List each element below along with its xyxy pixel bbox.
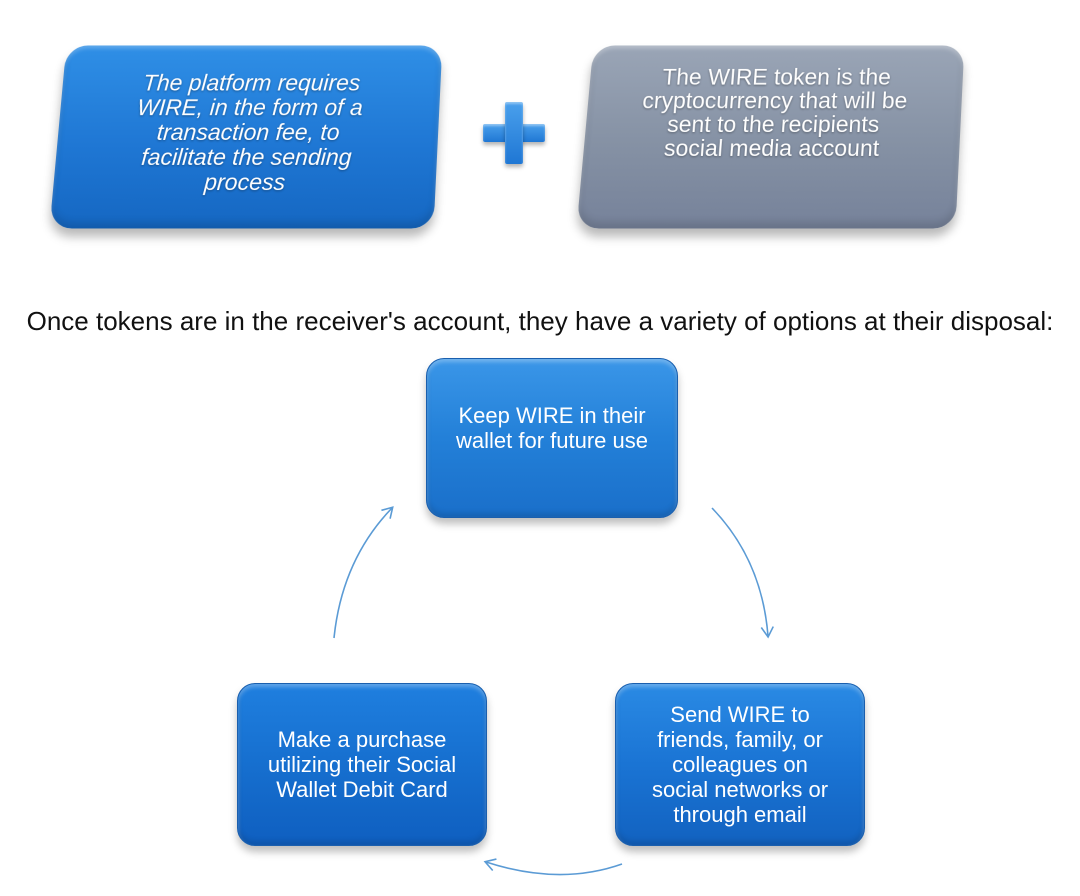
- arrow-send-to-purchase: [483, 858, 623, 876]
- keep-wire-line: Keep WIRE in their: [458, 403, 646, 428]
- make-purchase-text: Make a purchase utilizing their Social W…: [268, 727, 456, 802]
- options-headline: Once tokens are in the receiver's accoun…: [26, 306, 1054, 336]
- make-purchase-box: Make a purchase utilizing their Social W…: [237, 683, 487, 846]
- make-purchase-line: utilizing their Social: [267, 752, 457, 777]
- send-wire-line: colleagues on: [672, 752, 808, 777]
- arrow-keep-to-send: [711, 507, 774, 639]
- keep-wire-box: Keep WIRE in their wallet for future use: [426, 358, 678, 518]
- arrow-purchase-to-keep: [333, 506, 394, 639]
- make-purchase-line: Make a purchase: [277, 727, 447, 752]
- plus-icon: [483, 102, 545, 164]
- send-wire-line: friends, family, or: [657, 727, 823, 752]
- send-wire-line: Send WIRE to: [670, 702, 810, 727]
- keep-wire-line: wallet for future use: [456, 428, 648, 453]
- make-purchase-line: Wallet Debit Card: [276, 777, 448, 802]
- send-wire-text: Send WIRE to friends, family, or colleag…: [652, 702, 828, 827]
- plus-icon-vertical: [505, 102, 523, 164]
- send-wire-line: through email: [673, 802, 807, 827]
- send-wire-box: Send WIRE to friends, family, or colleag…: [615, 683, 865, 846]
- send-wire-line: social networks or: [651, 777, 829, 802]
- keep-wire-text: Keep WIRE in their wallet for future use: [456, 403, 648, 453]
